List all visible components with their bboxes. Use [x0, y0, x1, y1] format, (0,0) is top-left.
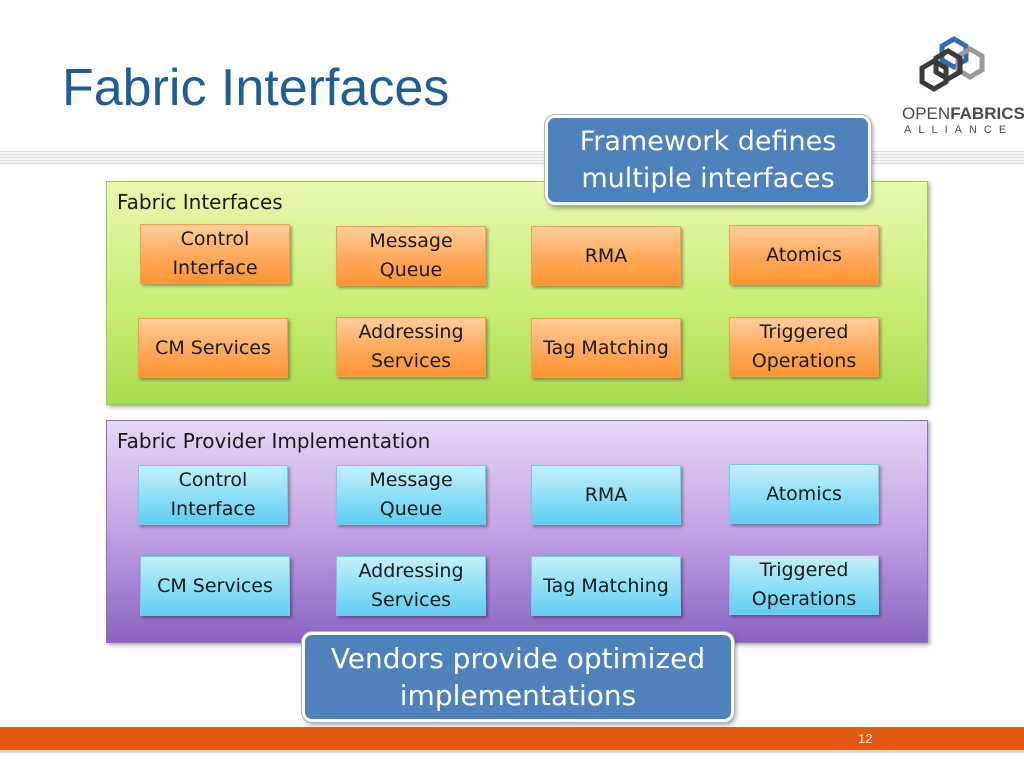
fi-box-rma: RMA [531, 226, 681, 286]
logo-wordmark: OPENFABRICS [902, 104, 1024, 124]
hexagon-logo-icon [919, 36, 985, 92]
pi-box-atomics: Atomics [729, 464, 879, 524]
logo-fabrics: FABRICS [950, 104, 1024, 123]
fi-box-cm-services: CM Services [138, 318, 288, 378]
footer-bar [0, 727, 1024, 750]
fi-box-addressing-services: Addressing Services [336, 317, 486, 377]
fi-box-control-interface: Control Interface [140, 224, 290, 284]
pi-box-addressing-services: Addressing Services [336, 556, 486, 616]
page-number: 12 [858, 731, 873, 746]
pi-box-rma: RMA [531, 465, 681, 525]
openfabrics-logo: OPENFABRICS ALLIANCE [898, 28, 1024, 138]
fi-box-triggered-operations: Triggered Operations [729, 317, 879, 377]
footer-divider [0, 750, 1024, 753]
fi-box-message-queue: Message Queue [336, 226, 486, 286]
panel-label: Fabric Interfaces [117, 190, 283, 214]
pi-box-tag-matching: Tag Matching [531, 556, 681, 616]
pi-box-message-queue: Message Queue [336, 465, 486, 525]
vendors-callout: Vendors provide optimized implementation… [302, 632, 734, 722]
pi-box-triggered-operations: Triggered Operations [729, 555, 879, 615]
logo-subtitle: ALLIANCE [904, 124, 1014, 136]
logo-open: OPEN [902, 104, 951, 123]
pi-box-cm-services: CM Services [140, 556, 290, 616]
fi-box-atomics: Atomics [729, 225, 879, 285]
pi-box-control-interface: Control Interface [138, 465, 288, 525]
panel-label: Fabric Provider Implementation [117, 429, 431, 453]
framework-callout: Framework defines multiple interfaces [545, 115, 871, 205]
fi-box-tag-matching: Tag Matching [531, 318, 681, 378]
slide-title: Fabric Interfaces [62, 59, 450, 117]
